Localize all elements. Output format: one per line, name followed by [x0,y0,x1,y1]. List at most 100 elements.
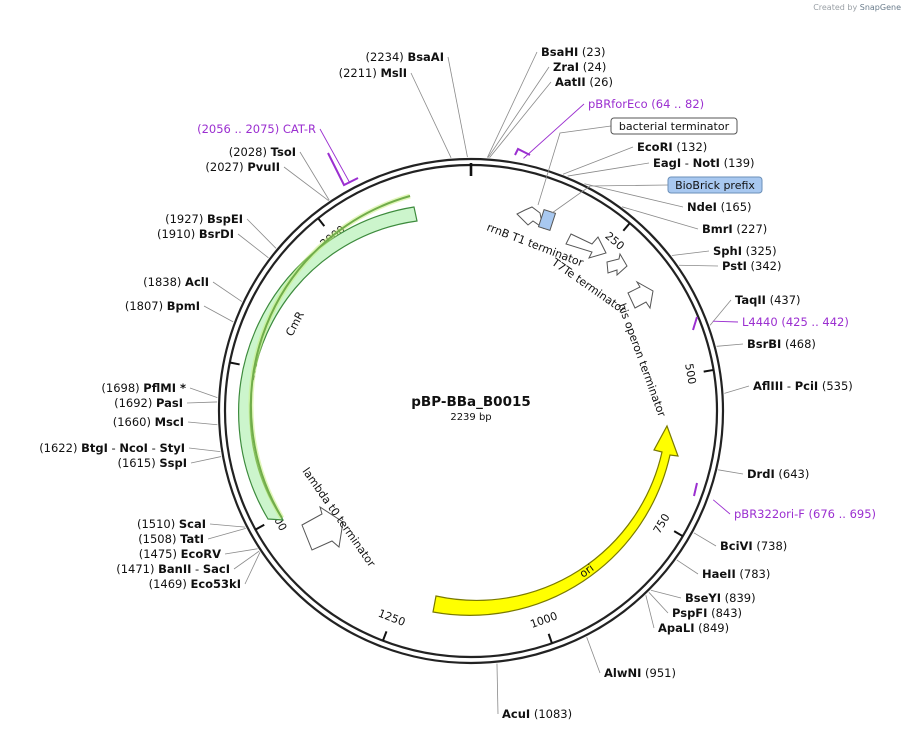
enzyme-label[interactable]: (1622) BtgI - NcoI - StyI [39,441,185,455]
enzyme-label[interactable]: (2211) MslI [339,66,407,80]
enzyme-label[interactable]: (2028) TsoI [229,145,296,159]
enzyme-label[interactable]: EagI - NotI (139) [653,156,755,170]
enzyme-position: (437) [766,293,801,307]
enzyme-name: BsaHI [541,45,578,59]
enzyme-leader-line [410,72,452,158]
enzyme-position: (468) [781,337,816,351]
enzyme-label[interactable]: (1698) PflMI * [101,381,186,395]
enzyme-label[interactable]: (2027) PvuII [205,160,280,174]
enzyme-name: PvuII [247,160,280,174]
enzyme-label[interactable]: BciVI (738) [720,539,787,553]
enzyme-leader-line [562,146,634,175]
enzyme-label[interactable]: (1615) SspI [117,456,187,470]
enzyme-label[interactable]: (1469) Eco53kI [149,577,241,591]
feature-label-his-operon: his operon terminator [615,302,668,419]
bacterial-terminator-leader [537,125,612,206]
enzyme-label[interactable]: PstI (342) [722,259,781,273]
enzyme-name: ZraI [553,60,579,74]
enzyme-leader-line [233,550,260,570]
enzyme-leader-line [679,264,719,267]
tick-mark [229,361,240,366]
enzyme-name: AclI [185,275,209,289]
tick-mark [317,217,326,227]
tick-label: 1250 [376,607,407,629]
lambda-t0-terminator-arrow[interactable] [301,505,344,551]
enzyme-position: (227) [733,222,768,236]
enzyme-leader-line [189,387,218,399]
t7te-terminator-arrow[interactable] [606,252,628,277]
enzyme-label[interactable]: AatII (26) [555,75,613,89]
enzyme-label[interactable]: AflIII - PciI (535) [753,379,853,393]
his-operon-terminator-arrow[interactable] [627,280,654,310]
enzyme-leader-line [567,162,650,177]
primer-label[interactable]: pBRforEco (64 .. 82) [588,97,704,111]
enzyme-label[interactable]: SphI (325) [713,244,777,258]
enzyme-label[interactable]: ZraI (24) [553,60,606,74]
enzyme-label[interactable]: (1508) TatI [138,532,204,546]
enzyme-label[interactable]: TaqII (437) [735,293,801,307]
primer-leader-line [712,320,739,323]
enzyme-label[interactable]: (1807) BpmI [125,299,200,313]
enzyme-label[interactable]: (1510) ScaI [137,517,206,531]
enzyme-label[interactable]: ApaLI (849) [658,621,729,635]
enzyme-label[interactable]: BsrBI (468) [747,337,816,351]
enzyme-label[interactable]: (1692) PasI [114,396,183,410]
enzyme-name: BsaAI [407,50,444,64]
biobrick-prefix-box[interactable] [537,208,557,232]
enzyme-label[interactable]: NdeI (165) [687,200,752,214]
enzyme-position: (535) [818,379,853,393]
enzyme-name: PasI [156,396,183,410]
feature-label-cmr: CmR [283,309,307,338]
enzyme-label[interactable]: PspFI (843) [672,606,742,620]
enzyme-leader-line [584,183,684,208]
cmr-arrow[interactable] [238,206,418,521]
enzyme-label[interactable]: (1838) AclI [143,275,209,289]
enzyme-label[interactable]: BsaHI (23) [541,45,606,59]
tick-mark [673,530,684,538]
ori-arrow[interactable] [432,424,679,616]
primer-name: L4440 [742,315,778,329]
enzyme-label[interactable]: (1910) BsrDI [157,227,234,241]
enzyme-label[interactable]: DrdI (643) [747,467,809,481]
enzyme-name: BseYI [685,591,721,605]
enzyme-position: (1469) [149,577,191,591]
primer-label[interactable]: (2056 .. 2075) CAT-R [197,122,316,136]
enzyme-label[interactable]: (2234) BsaAI [366,50,444,64]
tick-label: 1000 [529,609,560,630]
primer-label[interactable]: L4440 (425 .. 442) [742,315,849,329]
enzyme-position: (325) [742,244,777,258]
enzyme-position: (1910) [157,227,199,241]
enzyme-label[interactable]: AcuI (1083) [502,707,572,721]
rrnb-t1-terminator-arrow[interactable] [516,206,544,230]
enzyme-label[interactable]: BseYI (839) [685,591,756,605]
primer-name: pBR322ori-F [734,507,805,521]
enzyme-leader-line [209,523,246,528]
cmr-glow [248,193,411,520]
enzyme-leader-line [487,51,538,158]
enzyme-name: TsoI [271,145,296,159]
enzyme-name: ApaLI [658,621,695,635]
tick-mark [254,523,265,531]
bacterial-terminator-box [610,117,738,135]
enzyme-name: BtgI [81,441,108,455]
enzyme-label[interactable]: HaeII (783) [702,567,770,581]
enzyme-leader-line [299,151,330,201]
enzyme-position: (24) [579,60,606,74]
enzyme-label[interactable]: (1475) EcoRV [139,547,221,561]
enzyme-name: SacI [203,562,230,576]
enzyme-name: BsrDI [199,227,234,241]
enzyme-label[interactable]: (1660) MscI [113,415,184,429]
enzyme-label[interactable]: BmrI (227) [702,222,767,236]
enzyme-label[interactable]: (1471) BanII - SacI [116,562,230,576]
enzyme-position: (849) [695,621,730,635]
enzyme-leader-line [716,343,744,347]
primer-leader-line [523,103,585,159]
primer-label[interactable]: pBR322ori-F (676 .. 695) [734,507,876,521]
enzyme-label[interactable]: EcoRI (132) [637,140,707,154]
enzyme-name: NdeI [687,200,717,214]
enzyme-label[interactable]: AlwNI (951) [604,666,676,680]
feature-label-lambda-t0: lambda t0 terminator [300,465,379,569]
enzyme-position: (1471) [116,562,158,576]
enzyme-leader-line [586,636,601,674]
enzyme-label[interactable]: (1927) BspEI [165,212,243,226]
